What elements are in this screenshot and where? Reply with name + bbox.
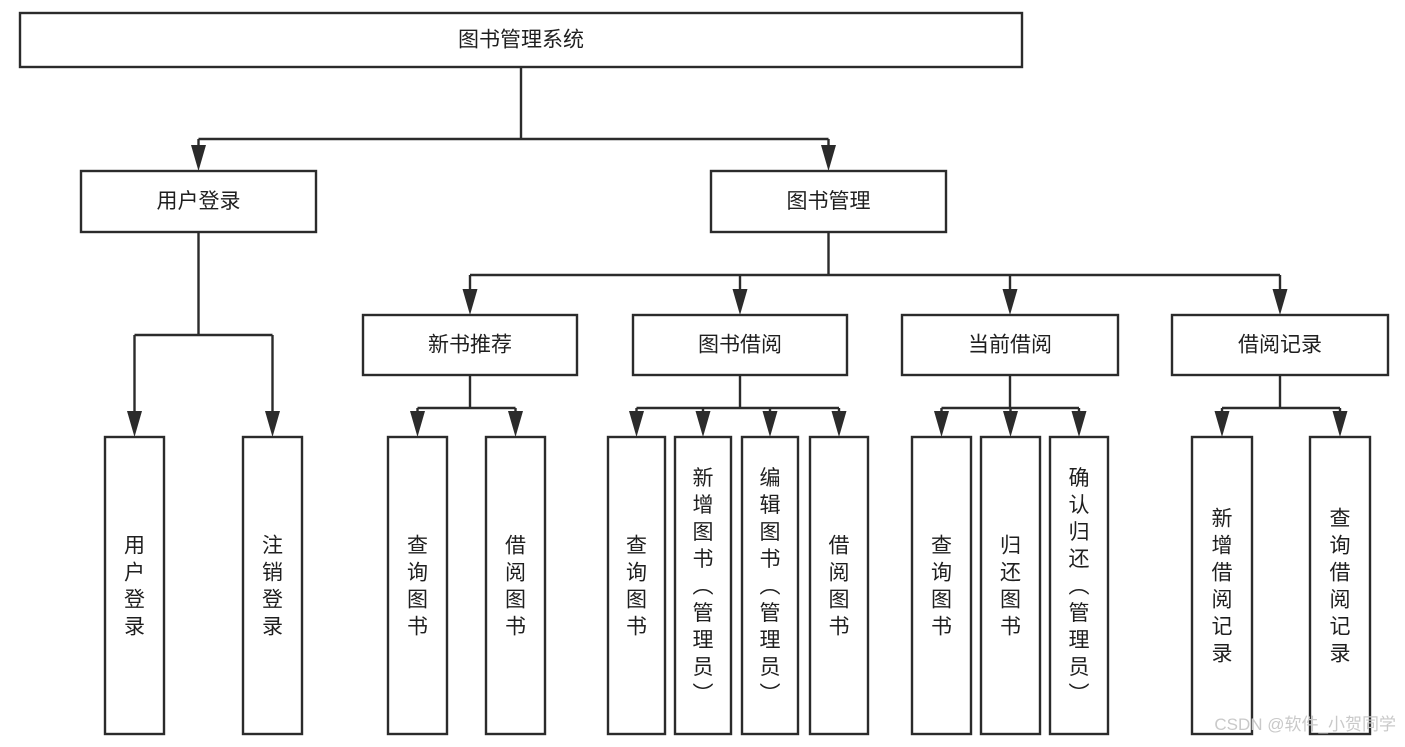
arrow-head-icon xyxy=(831,411,847,437)
node-box xyxy=(484,435,547,736)
arrow-head-icon xyxy=(1003,411,1018,437)
node-借阅图书[interactable]: 借阅图书 xyxy=(808,435,870,736)
node-label: 当前借阅 xyxy=(968,334,1052,357)
arrow-head-icon xyxy=(695,411,711,437)
node-查询图书[interactable]: 查询图书 xyxy=(910,435,973,736)
connector-layer xyxy=(127,67,1348,437)
node-box xyxy=(79,169,318,234)
node-当前借阅[interactable]: 当前借阅 xyxy=(900,313,1120,377)
node-label: 图书管理 xyxy=(787,190,871,213)
node-编辑图书管理员[interactable]: 编辑图书︵管理员︶ xyxy=(740,435,800,736)
node-label: 图书管理系统 xyxy=(458,29,584,52)
node-box xyxy=(1308,435,1372,736)
arrow-head-icon xyxy=(410,411,425,437)
node-新书推荐[interactable]: 新书推荐 xyxy=(361,313,579,377)
node-label: 借阅图书 xyxy=(505,535,526,639)
node-label: 注销登录 xyxy=(262,535,283,639)
node-label: 确认归还︵管理员︶ xyxy=(1069,467,1090,706)
node-box xyxy=(740,435,800,736)
node-归还图书[interactable]: 归还图书 xyxy=(979,435,1042,736)
node-label: 图书借阅 xyxy=(698,334,782,357)
arrow-head-icon xyxy=(821,145,836,171)
node-box xyxy=(979,435,1042,736)
node-注销登录[interactable]: 注销登录 xyxy=(241,435,304,736)
arrow-head-icon xyxy=(1002,289,1018,315)
node-label: 用户登录 xyxy=(124,535,145,639)
arrow-head-icon xyxy=(1272,289,1288,315)
csdn-watermark: CSDN @软件_小贺同学 xyxy=(1214,715,1396,734)
node-新增借阅记录[interactable]: 新增借阅记录 xyxy=(1190,435,1254,736)
node-图书管理系统[interactable]: 图书管理系统 xyxy=(18,11,1024,69)
node-box xyxy=(910,435,973,736)
node-box xyxy=(1190,435,1254,736)
node-box xyxy=(808,435,870,736)
arrow-head-icon xyxy=(127,411,142,437)
arrow-head-icon xyxy=(1071,411,1087,437)
node-查询图书[interactable]: 查询图书 xyxy=(606,435,667,736)
arrow-head-icon xyxy=(934,411,949,437)
node-借阅图书[interactable]: 借阅图书 xyxy=(484,435,547,736)
node-label: 借阅图书 xyxy=(829,535,850,639)
node-box xyxy=(103,435,166,736)
node-label: 归还图书 xyxy=(1000,535,1021,639)
node-图书管理[interactable]: 图书管理 xyxy=(709,169,948,234)
arrow-head-icon xyxy=(462,289,478,315)
node-查询图书[interactable]: 查询图书 xyxy=(386,435,449,736)
node-label: 查询图书 xyxy=(931,535,952,639)
node-借阅记录[interactable]: 借阅记录 xyxy=(1170,313,1390,377)
arrow-head-icon xyxy=(1214,411,1230,437)
node-label: 用户登录 xyxy=(157,190,241,213)
node-box xyxy=(361,313,579,377)
arrow-head-icon xyxy=(762,411,778,437)
arrow-head-icon xyxy=(1332,411,1348,437)
node-box xyxy=(18,11,1024,69)
node-用户登录[interactable]: 用户登录 xyxy=(103,435,166,736)
node-label: 新增借阅记录 xyxy=(1212,508,1233,666)
node-label: 查询借阅记录 xyxy=(1330,508,1351,666)
node-box xyxy=(1170,313,1390,377)
node-box xyxy=(386,435,449,736)
node-label: 新书推荐 xyxy=(428,334,512,357)
node-box xyxy=(241,435,304,736)
node-box xyxy=(900,313,1120,377)
arrow-head-icon xyxy=(508,411,523,437)
node-label: 新增图书︵管理员︶ xyxy=(693,467,714,706)
arrow-head-icon xyxy=(732,289,748,315)
node-label: 查询图书 xyxy=(626,535,647,639)
node-box xyxy=(631,313,849,377)
arrow-head-icon xyxy=(265,411,280,437)
node-layer: 图书管理系统用户登录用户登录注销登录图书管理新书推荐查询图书借阅图书图书借阅查询… xyxy=(18,11,1390,736)
node-label: 借阅记录 xyxy=(1238,334,1322,357)
node-用户登录[interactable]: 用户登录 xyxy=(79,169,318,234)
node-查询借阅记录[interactable]: 查询借阅记录 xyxy=(1308,435,1372,736)
node-box xyxy=(1048,435,1110,736)
node-label: 编辑图书︵管理员︶ xyxy=(760,467,781,706)
node-图书借阅[interactable]: 图书借阅 xyxy=(631,313,849,377)
node-box xyxy=(673,435,733,736)
node-label: 查询图书 xyxy=(407,535,428,639)
arrow-head-icon xyxy=(629,411,644,437)
arrow-head-icon xyxy=(191,145,206,171)
node-确认归还管理员[interactable]: 确认归还︵管理员︶ xyxy=(1048,435,1110,736)
node-box xyxy=(606,435,667,736)
node-box xyxy=(709,169,948,234)
node-新增图书管理员[interactable]: 新增图书︵管理员︶ xyxy=(673,435,733,736)
